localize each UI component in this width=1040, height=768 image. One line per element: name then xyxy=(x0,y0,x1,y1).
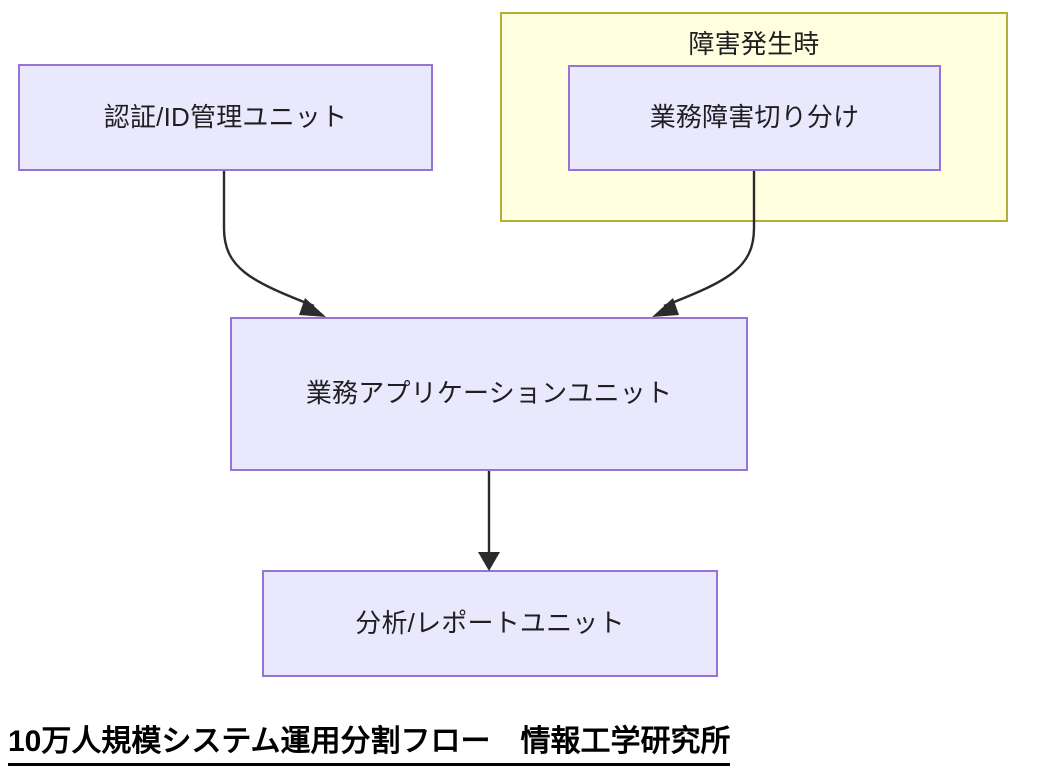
edge-auth-to-app-arrowhead xyxy=(299,298,326,317)
edge-app-to-report xyxy=(478,471,500,571)
edge-fault-to-app-arrowhead xyxy=(652,298,679,317)
diagram-caption: 10万人規模システム運用分割フロー 情報工学研究所 xyxy=(8,716,731,766)
node-fault[interactable]: 業務障害切り分け xyxy=(568,65,941,171)
node-app[interactable]: 業務アプリケーションユニット xyxy=(230,317,748,471)
node-app-label: 業務アプリケーションユニット xyxy=(305,378,673,409)
edge-auth-to-app-path xyxy=(222,171,315,308)
node-auth[interactable]: 認証/ID管理ユニット xyxy=(18,64,433,171)
group-incident-title: 障害発生時 xyxy=(688,29,820,59)
edge-app-to-report-arrowhead xyxy=(478,552,500,571)
edge-auth-to-app xyxy=(222,171,326,317)
node-fault-label: 業務障害切り分け xyxy=(649,102,860,133)
node-report[interactable]: 分析/レポートユニット xyxy=(262,570,718,677)
node-report-label: 分析/レポートユニット xyxy=(355,607,625,638)
node-auth-label: 認証/ID管理ユニット xyxy=(103,101,348,132)
